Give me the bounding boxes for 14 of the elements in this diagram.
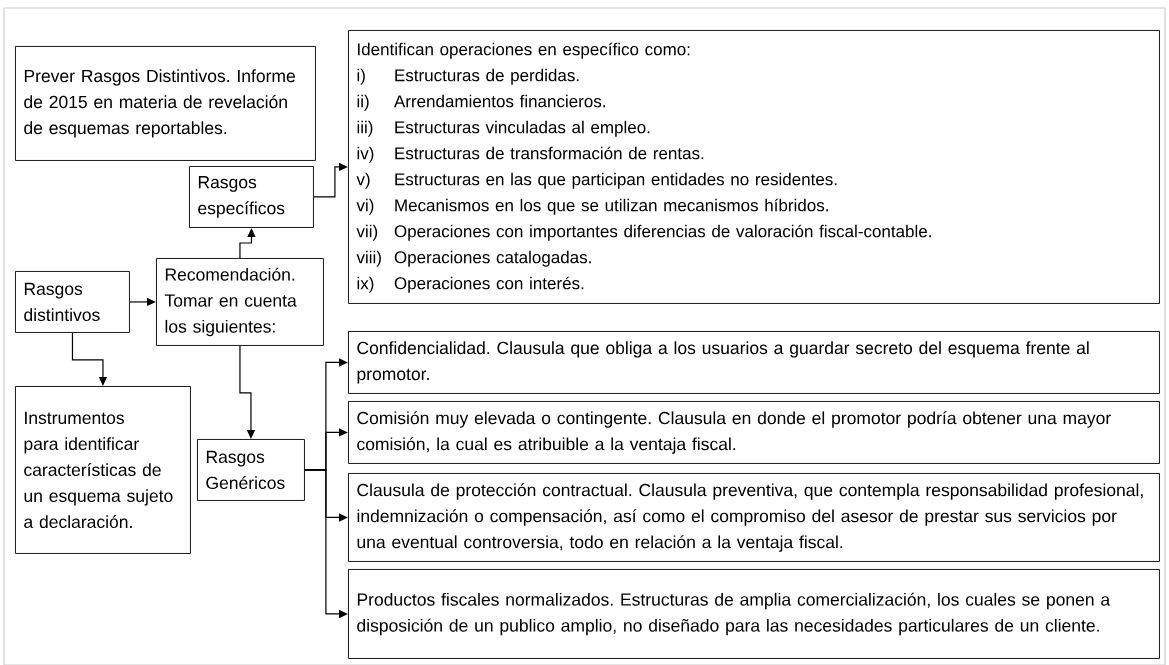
arrow [239,345,256,439]
arrow [71,332,108,386]
process-box: Rasgos específicos [189,166,314,228]
process-box: Recomendación. Tomar en cuenta los siguientes: [156,258,324,346]
text-box: Clausula de protección contractual. Clausula preventiva, que contempla responsabilidad profesional, indemnización o compensación, así como el compromiso del asesor de prestar sus servicios por una eventual controversia, todo en relación a la ventaja fiscal. [348,473,1160,562]
text-box: Prever Rasgos Distintivos. Informe de 2015 en materia de revelación de esquemas reportables. [15,46,316,161]
arrow [313,162,348,198]
process-box: Rasgos Genéricos [197,439,305,501]
text-box: Comisión muy elevada o contingente. Clausula en donde el promotor podría obtener una mayor comisión, la cual es atribuible a la ventaja fiscal. [348,401,1160,464]
list-box: Identifican operaciones en específico como: i) Estructuras de perdidas. ii) Arrendamientos financieros. iii) Estructuras vinculadas al empleo. iv) Estructuras de transformación de rentas. v) Estructuras en las que participan entidades no residentes. vi) Mecanismos en los que se utilizan mecanismos híbridos. vii) Operaciones con importantes diferencias de valoración fiscal-contable. viii) Operaciones catalogadas. ix) Operaciones con interés. [348,30,1160,304]
text-box: Confidencialidad. Clausula que obliga a los usuarios a guardar secreto del esquema frente al promotor. [348,331,1160,394]
process-box: Rasgos distintivos [15,271,130,333]
text-box: Productos fiscales normalizados. Estructuras de amplia comercialización, los cuales se ponen a disposición de un publico amplio, no diseñado para las necesidades particulares de un cliente. [348,569,1160,659]
text-box: Instrumentos para identificar características de un esquema sujeto a declaración. [15,386,191,554]
